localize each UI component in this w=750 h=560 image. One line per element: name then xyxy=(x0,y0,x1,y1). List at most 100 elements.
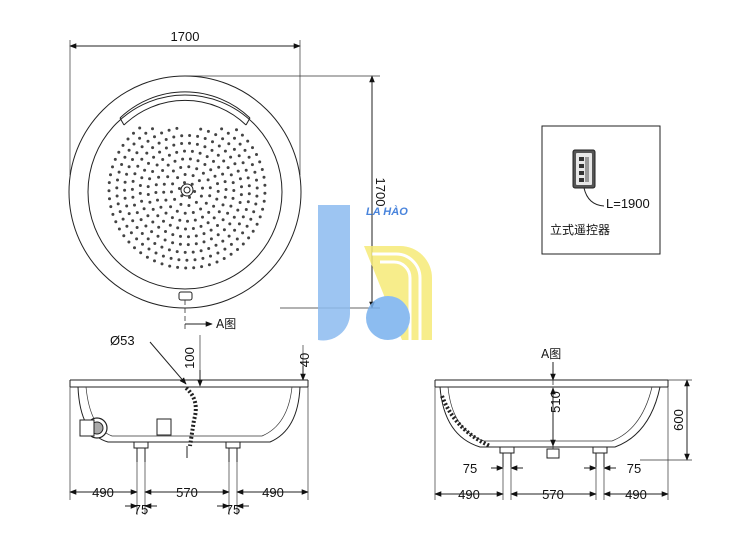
air-jet-dot xyxy=(147,161,150,165)
air-jet-dot xyxy=(117,170,121,174)
air-jet-dot xyxy=(157,175,161,179)
air-jet-dot xyxy=(170,216,174,220)
air-jet-dot xyxy=(233,228,237,232)
air-jet-dot xyxy=(138,184,142,187)
air-jet-dot xyxy=(207,263,211,267)
air-jet-dot xyxy=(239,193,243,197)
right-foot-dim-b: 75 xyxy=(627,461,641,476)
air-jet-dot xyxy=(254,202,258,206)
air-jet-dot xyxy=(215,197,219,201)
air-jet-dot xyxy=(260,168,264,171)
air-jet-dot xyxy=(187,204,191,207)
air-jet-dot xyxy=(231,196,235,200)
air-jet-dot xyxy=(212,204,216,208)
air-jet-dot xyxy=(247,184,251,188)
air-jet-dot xyxy=(109,205,113,209)
side-view-left: Ø53 100 40 490 570 490 75 75 xyxy=(69,333,312,517)
air-jet-dot xyxy=(246,139,250,143)
air-jet-dot xyxy=(240,185,243,189)
air-jet-dot xyxy=(176,176,180,180)
air-jet-dot xyxy=(186,243,190,247)
pump-motor-icon xyxy=(79,417,108,439)
air-jet-dot xyxy=(198,151,202,155)
air-jet-dot xyxy=(251,146,254,150)
air-jet-dot xyxy=(190,149,194,153)
air-jet-dot xyxy=(237,154,241,158)
air-jet-dot xyxy=(164,138,168,141)
air-jet-dot xyxy=(122,234,126,238)
air-jet-dot xyxy=(173,159,177,163)
air-jet-dot xyxy=(200,265,204,269)
air-jet-dot xyxy=(235,237,239,241)
section-view-right: A图 510 600 75 75 xyxy=(434,347,692,502)
air-jet-dot xyxy=(221,239,225,243)
air-jet-dot xyxy=(263,183,267,187)
air-jet-dot xyxy=(151,146,155,150)
air-jet-dot xyxy=(164,146,168,150)
air-jet-dot xyxy=(246,200,250,204)
air-jet-dot xyxy=(163,238,167,242)
air-jet-dot xyxy=(213,174,217,178)
air-jet-dot xyxy=(164,198,168,202)
air-jet-dot xyxy=(192,266,196,270)
air-jet-dot xyxy=(172,143,176,147)
air-jet-dot xyxy=(178,218,182,222)
section-drain-icon xyxy=(546,448,560,459)
air-jet-dot xyxy=(107,189,111,193)
air-jet-dot xyxy=(139,251,143,255)
air-jet-dot xyxy=(116,178,119,182)
air-jet-dot xyxy=(244,208,248,211)
air-jet-dot xyxy=(236,208,240,212)
air-jet-dot xyxy=(185,258,189,262)
air-jet-dot xyxy=(194,200,198,204)
air-jet-dot xyxy=(262,199,266,203)
air-jet-dot xyxy=(228,222,232,226)
air-jet-dot xyxy=(191,250,195,254)
air-jet-dot xyxy=(123,180,127,184)
air-jet-dot xyxy=(216,189,220,193)
air-jet-dot xyxy=(166,163,170,167)
remote-control-box: L=1900 立式遥控器 xyxy=(541,125,661,255)
air-jet-dot xyxy=(247,236,251,240)
air-jet-dot xyxy=(263,191,267,195)
air-jet-dot xyxy=(109,173,112,177)
air-jet-dot xyxy=(217,210,221,214)
air-jet-dot xyxy=(195,142,199,146)
air-jet-dot xyxy=(147,247,151,251)
remote-caption: 立式遥控器 xyxy=(550,222,610,237)
right-foot-dim-a: 75 xyxy=(463,461,477,476)
air-jet-pattern xyxy=(107,126,267,270)
air-jet-dot xyxy=(179,234,182,238)
air-jet-dot xyxy=(121,217,125,221)
air-jet-dot xyxy=(207,210,211,214)
air-jet-dot xyxy=(209,228,213,232)
air-jet-dot xyxy=(186,219,189,223)
air-jet-dot xyxy=(167,153,171,157)
air-jet-dot xyxy=(156,198,159,202)
air-jet-dot xyxy=(140,145,144,149)
air-jet-dot xyxy=(208,186,212,190)
air-jet-dot xyxy=(221,137,225,141)
air-jet-dot xyxy=(223,180,227,184)
section-basin-shell xyxy=(439,386,661,448)
air-jet-dot xyxy=(262,175,266,179)
air-jet-dot xyxy=(214,133,218,137)
air-jet-dot xyxy=(258,215,262,219)
headrest-inner xyxy=(123,99,247,126)
air-jet-dot xyxy=(205,155,209,159)
air-jet-dot xyxy=(233,162,237,166)
air-jet-dot xyxy=(201,256,205,260)
air-jet-dot xyxy=(188,157,192,161)
air-jet-dot xyxy=(114,220,118,224)
air-jet-dot xyxy=(193,218,197,222)
air-jet-dot xyxy=(226,211,230,215)
air-jet-dot xyxy=(113,157,117,161)
air-jet-dot xyxy=(191,227,195,230)
air-jet-dot xyxy=(138,191,142,195)
air-jet-dot xyxy=(203,163,207,166)
air-jet-dot xyxy=(216,224,219,227)
air-jet-dot xyxy=(135,237,139,241)
air-jet-dot xyxy=(232,215,236,219)
air-jet-dot xyxy=(153,259,156,263)
air-jet-dot xyxy=(123,155,127,159)
